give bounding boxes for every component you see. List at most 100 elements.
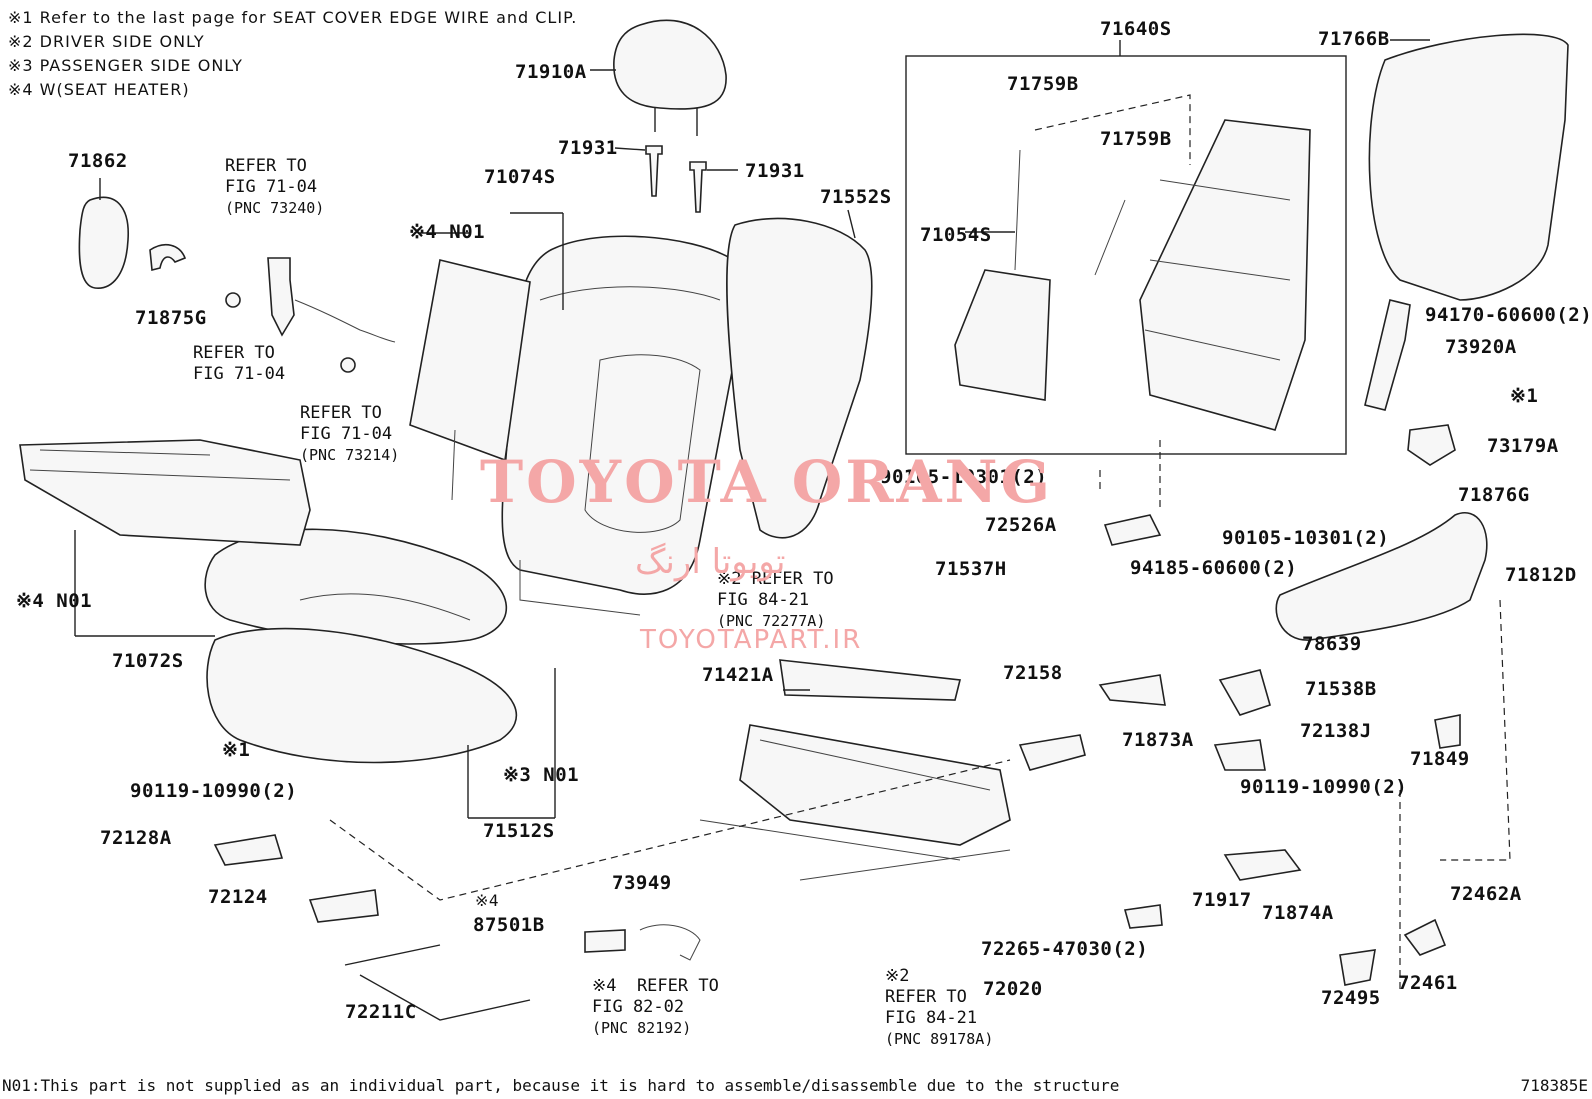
small-bracket-71873A — [1018, 734, 1086, 771]
part-87501B-mark: ※4 — [475, 891, 500, 910]
side-shield — [1275, 512, 1488, 641]
note-4: ※4 W(SEAT HEATER) — [8, 80, 190, 99]
part-94185-60600: 94185-60600(2) — [1130, 557, 1298, 579]
part-71766B: 71766B — [1318, 28, 1390, 50]
small-bracket-71874A — [1223, 849, 1302, 881]
part-72461: 72461 — [1398, 972, 1458, 994]
part-90119-10990-left: 90119-10990(2) — [130, 780, 298, 802]
small-bracket-72138J — [1213, 739, 1266, 771]
belt-cover — [1364, 299, 1411, 411]
bracket-72462A — [1403, 918, 1447, 956]
part-73920A: 73920A — [1445, 336, 1517, 358]
part-71917: 71917 — [1192, 889, 1252, 911]
recliner-cover — [78, 196, 129, 289]
harness-82192 — [639, 924, 701, 961]
part-72495: 72495 — [1321, 987, 1381, 1009]
seatback-cover — [501, 235, 743, 595]
part-72158: 72158 — [1003, 662, 1063, 684]
part-N01-cushion: ※4 N01 — [16, 590, 93, 612]
figure-code: 718385E — [1520, 1076, 1588, 1095]
cushion-heater-mat — [19, 439, 311, 546]
seatback-frame — [1139, 119, 1311, 431]
small-bracket-72124 — [308, 889, 379, 923]
note-1: ※1 Refer to the last page for SEAT COVER… — [8, 8, 578, 27]
refer-fig-71-04-harness: REFER TO FIG 71-04 (PNC 73214) — [300, 403, 400, 464]
part-73949: 73949 — [612, 872, 672, 894]
refer-fig-82-02: ※4 REFER TO FIG 82-02 (PNC 82192) — [592, 976, 719, 1037]
headrest-guide-left — [645, 145, 663, 197]
part-71640S: 71640S — [1100, 18, 1172, 40]
part-71054S: 71054S — [920, 224, 992, 246]
cushion-cover — [204, 528, 508, 645]
part-72124: 72124 — [208, 886, 268, 908]
small-bracket-71538B — [1218, 669, 1271, 716]
part-94170-60600: 94170-60600(2) — [1425, 304, 1592, 326]
part-71873A: 71873A — [1122, 729, 1194, 751]
lumbar-support — [954, 269, 1051, 401]
part-72128A: 72128A — [100, 827, 172, 849]
footer-note: N01:This part is not supplied as an indi… — [2, 1076, 1120, 1095]
part-72138J: 72138J — [1300, 720, 1372, 742]
seat-spring — [779, 659, 961, 701]
part-71421A: 71421A — [702, 664, 774, 686]
part-71849: 71849 — [1410, 748, 1470, 770]
small-bracket-71917 — [1123, 904, 1163, 929]
part-71538B: 71538B — [1305, 678, 1377, 700]
frame-group-box — [905, 55, 1347, 455]
note-2: ※2 DRIVER SIDE ONLY — [8, 32, 205, 51]
part-71552S: 71552S — [820, 186, 892, 208]
part-71862: 71862 — [68, 150, 128, 172]
part-87501B: 87501B — [473, 914, 545, 936]
part-78639: 78639 — [1302, 633, 1362, 655]
note-mark-1-left: ※1 — [222, 739, 251, 761]
part-71876G: 71876G — [1458, 484, 1530, 506]
part-71874A: 71874A — [1262, 902, 1334, 924]
refer-fig-71-04-mid: REFER TO FIG 71-04 — [193, 343, 286, 384]
part-71072S: 71072S — [112, 650, 184, 672]
cover-71849 — [1434, 714, 1461, 749]
part-72526A: 72526A — [985, 514, 1057, 536]
small-bracket-72128A — [213, 834, 284, 866]
part-71759B: 71759B — [1100, 128, 1172, 150]
part-71812D: 71812D — [1505, 564, 1577, 586]
bracket-72495 — [1339, 949, 1376, 986]
cover-clip — [149, 243, 187, 272]
note-mark-1-right: ※1 — [1510, 385, 1539, 407]
headrest-guide-right — [689, 161, 707, 213]
switch-87501B — [584, 929, 626, 953]
part-71875G: 71875G — [135, 307, 207, 329]
part-72462A: 72462A — [1450, 883, 1522, 905]
seatback-pad — [726, 217, 873, 539]
part-90105-10301-left: 90105-10301(2) — [880, 466, 1048, 488]
note-3: ※3 PASSENGER SIDE ONLY — [8, 56, 243, 75]
part-72211C: 72211C — [345, 1001, 417, 1023]
part-71537H: 71537H — [935, 558, 1007, 580]
small-bracket-72158 — [1098, 674, 1166, 706]
refer-fig-84-21-lower: ※2 REFER TO FIG 84-21 (PNC 89178A) — [885, 966, 994, 1048]
part-N01-passenger: ※3 N01 — [503, 764, 580, 786]
headrest — [613, 19, 727, 110]
part-71931-left: 71931 — [558, 137, 618, 159]
part-71910A: 71910A — [515, 61, 587, 83]
part-72265-47030: 72265-47030(2) — [981, 938, 1149, 960]
refer-fig-71-04-buckle: REFER TO FIG 71-04 (PNC 73240) — [225, 156, 325, 217]
part-71931-right: 71931 — [745, 160, 805, 182]
cushion-pad — [206, 627, 518, 764]
seat-adjuster-frame — [739, 724, 1011, 846]
seatback-board — [1368, 33, 1569, 301]
side-cap — [1407, 424, 1456, 466]
seatback-heater — [409, 259, 531, 462]
part-71512S: 71512S — [483, 820, 555, 842]
part-71074S: 71074S — [484, 166, 556, 188]
wire-72211C — [344, 944, 531, 1021]
refer-fig-84-21-upper: ※2 REFER TO FIG 84-21 (PNC 72277A) — [717, 569, 834, 630]
part-73179A: 73179A — [1487, 435, 1559, 457]
part-90119-10990-right: 90119-10990(2) — [1240, 776, 1408, 798]
seat-belt-buckle — [267, 257, 295, 337]
part-71759B-top: 71759B — [1007, 73, 1079, 95]
part-N01-back: ※4 N01 — [409, 221, 486, 243]
part-90105-10301-right: 90105-10301(2) — [1222, 527, 1390, 549]
small-bracket-72526A — [1103, 514, 1162, 546]
